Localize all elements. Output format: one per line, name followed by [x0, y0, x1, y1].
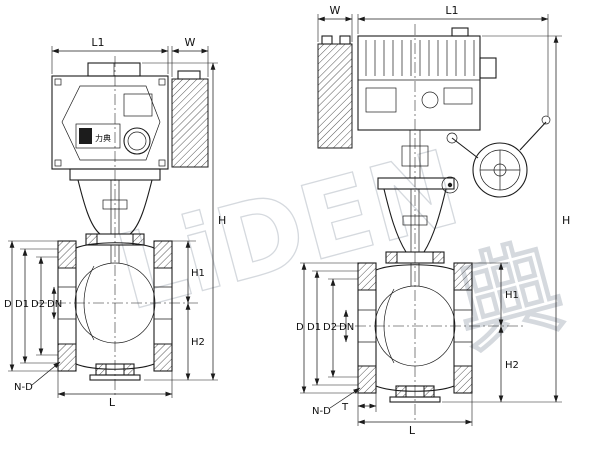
- dim-DN: DN: [47, 299, 62, 310]
- right-valve-body: [357, 251, 473, 403]
- dim-L: L: [109, 396, 116, 409]
- right-dimensions: W L1 H H1 H2: [296, 4, 570, 437]
- position-indicator-icon: [441, 176, 459, 194]
- right-view: W L1 H H1 H2: [296, 4, 570, 437]
- dim-L1: L1: [91, 36, 104, 49]
- dim-H1: H1: [505, 290, 519, 301]
- dim-D2: D2: [323, 322, 337, 333]
- right-stem: [401, 130, 459, 194]
- dim-H1: H1: [191, 268, 205, 279]
- crank-handle: [519, 121, 547, 151]
- handwheel-assembly: [446, 115, 551, 198]
- dim-D2: D2: [31, 299, 45, 310]
- dim-D1: D1: [15, 299, 29, 310]
- actuator-side-section: [317, 43, 353, 149]
- dim-D: D: [4, 299, 12, 310]
- left-valve-body: [57, 233, 173, 381]
- dim-H2: H2: [191, 337, 205, 348]
- left-dimensions: L1 W H H1 H2: [4, 36, 226, 409]
- dim-ND: N-D: [312, 406, 331, 417]
- dim-D1: D1: [307, 322, 321, 333]
- brand-plate: [75, 123, 121, 149]
- dim-D: D: [296, 322, 304, 333]
- actuator-knob-icon: [123, 127, 151, 155]
- left-view: 力典: [4, 36, 226, 409]
- dim-H: H: [218, 214, 226, 227]
- brand-text: 力典: [95, 133, 111, 143]
- right-actuator: [317, 27, 497, 149]
- left-actuator: 力典: [51, 62, 209, 170]
- dim-L: L: [409, 424, 416, 437]
- dim-L1: L1: [445, 4, 458, 17]
- dim-H: H: [562, 214, 570, 227]
- handwheel-icon: [472, 142, 528, 198]
- dim-ND: N-D: [14, 382, 33, 393]
- dim-W: W: [330, 4, 341, 17]
- dim-H2: H2: [505, 360, 519, 371]
- brand-logo-icon: [79, 128, 92, 144]
- ball-section: [374, 285, 456, 367]
- dim-W: W: [185, 36, 196, 49]
- dim-DN: DN: [339, 322, 354, 333]
- actuator-side-section: [171, 78, 209, 168]
- dim-T: T: [341, 402, 349, 413]
- ball-section: [74, 262, 156, 344]
